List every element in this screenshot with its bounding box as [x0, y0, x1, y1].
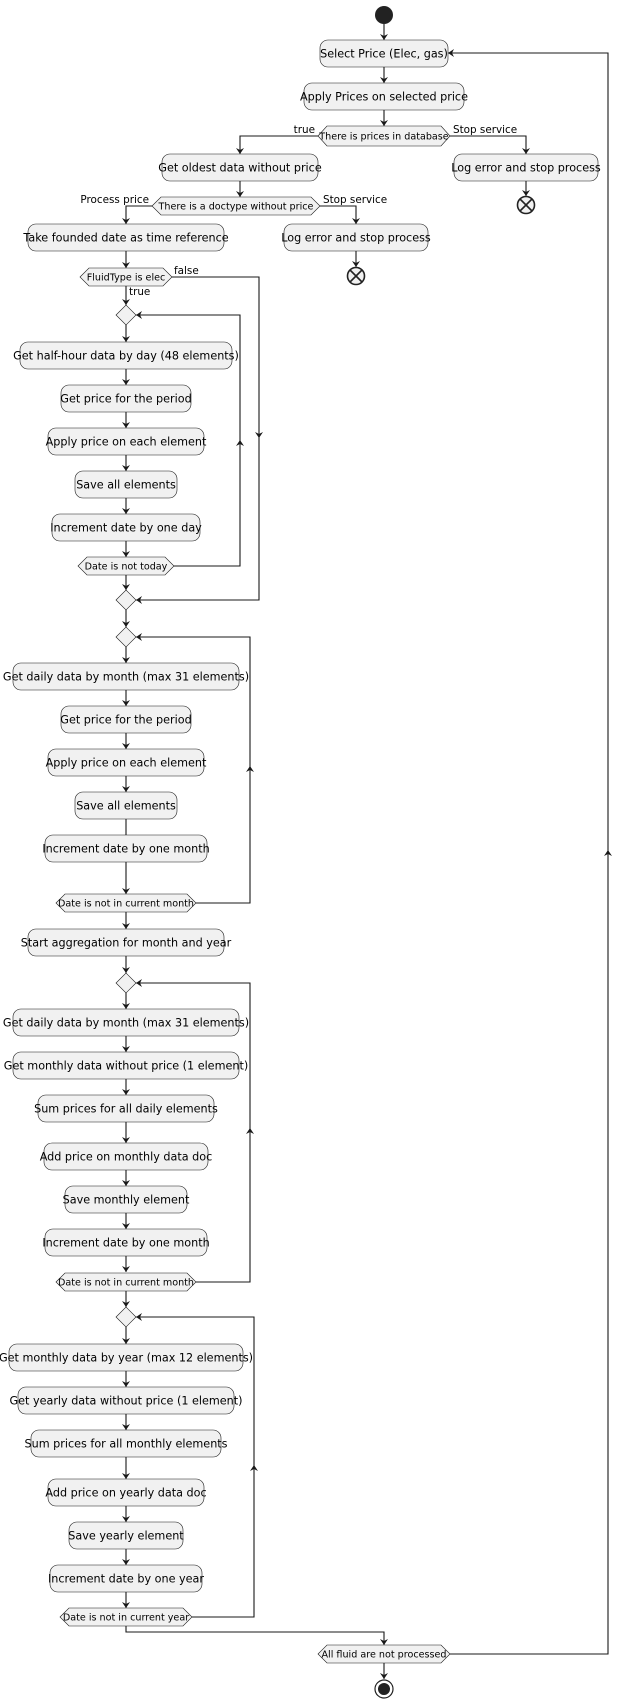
- merge-loop-month-2: [115, 972, 137, 994]
- action-text: Log error and stop process: [281, 232, 431, 245]
- action-text: Get yearly data without price (1 element…: [9, 1395, 242, 1408]
- decision-text: Date is not today: [85, 562, 168, 573]
- action-text: Save monthly element: [63, 1194, 190, 1207]
- decision-text: Date is not in current month: [58, 899, 194, 910]
- action-text: Increment date by one month: [42, 843, 209, 856]
- action-save-yearly: Save yearly element: [68, 1521, 184, 1550]
- action-text: Increment date by one day: [50, 522, 202, 535]
- end-node-1: [516, 195, 536, 215]
- action-get-monthly-noprice: Get monthly data without price (1 elemen…: [4, 1051, 248, 1080]
- action-increment-month-1: Increment date by one month: [42, 834, 210, 863]
- decision-doctype-without-price: There is a doctype without price: [151, 196, 321, 216]
- action-sum-monthly: Sum prices for all monthly elements: [25, 1429, 228, 1458]
- decision-not-current-month-1: Date is not in current month: [55, 893, 197, 913]
- action-text: Get daily data by month (max 31 elements…: [3, 671, 249, 684]
- edge-label-stop-service: Stop service: [323, 194, 387, 206]
- action-get-monthly-year: Get monthly data by year (max 12 element…: [0, 1343, 253, 1372]
- action-text: Log error and stop process: [451, 162, 601, 175]
- action-text: Apply Prices on selected price: [300, 91, 468, 104]
- action-save-all-2: Save all elements: [74, 791, 178, 820]
- decision-text: There is prices in database: [318, 132, 449, 143]
- action-add-monthly: Add price on monthly data doc: [40, 1142, 213, 1171]
- action-log-error-2: Log error and stop process: [281, 223, 431, 252]
- action-text: Get daily data by month (max 31 elements…: [3, 1017, 249, 1030]
- edge-label-true: true: [294, 124, 315, 136]
- decision-text: Date is not in current year: [63, 1613, 189, 1624]
- action-text: Get monthly data without price (1 elemen…: [4, 1060, 248, 1073]
- action-text: Apply price on each element: [46, 436, 207, 449]
- action-text: Sum prices for all monthly elements: [25, 1438, 228, 1451]
- merge-fluidtype: [115, 589, 137, 611]
- action-text: Increment date by one month: [42, 1237, 209, 1250]
- action-text: Get oldest data without price: [158, 162, 322, 175]
- decision-text: All fluid are not processed: [321, 1650, 446, 1661]
- start-node: [375, 6, 393, 24]
- action-get-yearly-noprice: Get yearly data without price (1 element…: [9, 1386, 243, 1415]
- merge-nodes: [115, 304, 137, 1328]
- action-get-price-period-1: Get price for the period: [60, 384, 192, 413]
- action-text: Get price for the period: [60, 393, 191, 406]
- action-save-monthly: Save monthly element: [63, 1185, 190, 1214]
- action-start-aggregation: Start aggregation for month and year: [21, 928, 232, 957]
- action-text: Increment date by one year: [48, 1573, 204, 1586]
- action-apply-price-1: Apply price on each element: [46, 427, 207, 456]
- action-add-yearly: Add price on yearly data doc: [45, 1478, 207, 1507]
- action-increment-year: Increment date by one year: [48, 1564, 204, 1593]
- action-text: Take founded date as time reference: [22, 232, 228, 245]
- decision-all-fluid-not-processed: All fluid are not processed: [317, 1644, 451, 1664]
- merge-loop-year: [115, 1306, 137, 1328]
- action-text: Get half-hour data by day (48 elements): [13, 350, 239, 363]
- action-apply-price-2: Apply price on each element: [46, 748, 207, 777]
- decision-not-current-month-2: Date is not in current month: [55, 1272, 197, 1292]
- action-text: Add price on yearly data doc: [45, 1487, 206, 1500]
- action-get-oldest: Get oldest data without price: [158, 153, 322, 182]
- action-get-halfhour: Get half-hour data by day (48 elements): [13, 341, 239, 370]
- decision-fluidtype-elec: FluidType is elec: [79, 267, 173, 287]
- decision-prices-in-db: There is prices in database: [317, 125, 451, 147]
- edge-label-true: true: [129, 286, 150, 298]
- action-text: Add price on monthly data doc: [40, 1151, 213, 1164]
- action-text: Get price for the period: [60, 714, 191, 727]
- action-text: Save all elements: [76, 800, 176, 813]
- action-sum-daily: Sum prices for all daily elements: [34, 1094, 218, 1123]
- decision-text: FluidType is elec: [87, 273, 166, 284]
- decision-not-current-year: Date is not in current year: [59, 1607, 193, 1627]
- action-text: Save yearly element: [68, 1530, 184, 1543]
- action-text: Save all elements: [76, 479, 176, 492]
- edge-label-false: false: [174, 265, 199, 277]
- edge-label-stop-service: Stop service: [453, 124, 517, 136]
- action-get-price-period-2: Get price for the period: [60, 705, 192, 734]
- action-text: Sum prices for all daily elements: [34, 1103, 218, 1116]
- action-text: Start aggregation for month and year: [21, 937, 232, 950]
- merge-loop-day: [115, 304, 137, 326]
- decision-text: Date is not in current month: [58, 1278, 194, 1289]
- action-get-daily-2: Get daily data by month (max 31 elements…: [3, 1008, 249, 1037]
- end-node-2: [346, 266, 366, 286]
- action-select-price: Select Price (Elec, gas): [319, 39, 449, 68]
- merge-loop-month-1: [115, 626, 137, 648]
- decision-date-not-today: Date is not today: [77, 556, 175, 576]
- action-log-error-1: Log error and stop process: [451, 153, 601, 182]
- action-increment-day: Increment date by one day: [50, 513, 202, 542]
- action-take-date: Take founded date as time reference: [22, 223, 229, 252]
- action-save-all-1: Save all elements: [74, 470, 178, 499]
- arrowheads: [122, 34, 612, 1679]
- action-text: Select Price (Elec, gas): [320, 48, 448, 61]
- edge-label-process-price: Process price: [80, 194, 149, 206]
- stop-node: [374, 1679, 394, 1699]
- action-text: Get monthly data by year (max 12 element…: [0, 1352, 253, 1365]
- action-increment-month-2: Increment date by one month: [42, 1228, 210, 1257]
- action-apply-prices: Apply Prices on selected price: [300, 82, 468, 111]
- action-text: Apply price on each element: [46, 757, 207, 770]
- action-get-daily-1: Get daily data by month (max 31 elements…: [3, 662, 249, 691]
- decision-text: There is a doctype without price: [158, 202, 314, 213]
